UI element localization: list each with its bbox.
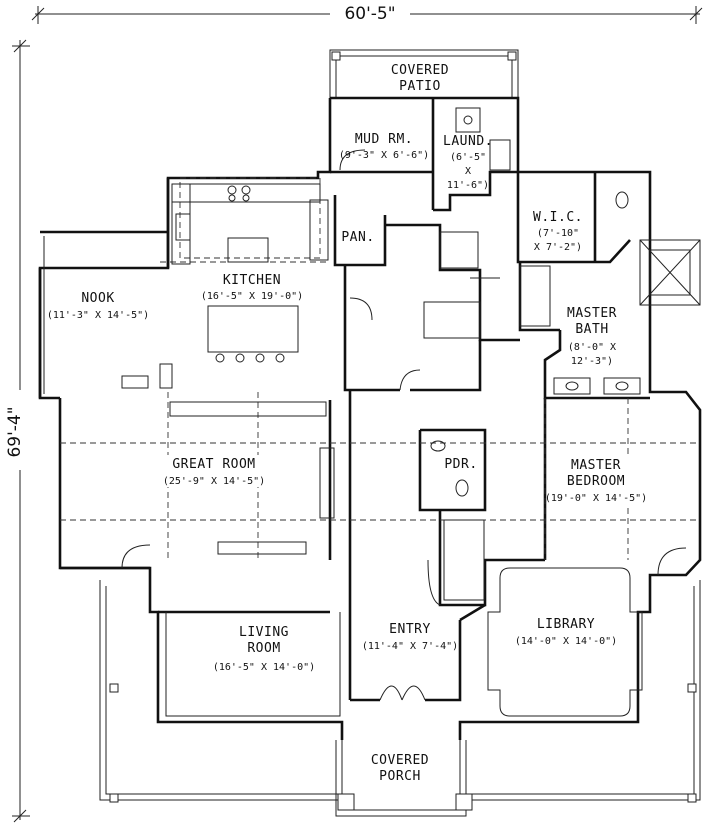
kitchen-label: KITCHEN (16'-5" X 19'-0")	[201, 273, 303, 302]
pantry-name: PAN.	[341, 230, 374, 245]
kitchen-fixtures	[121, 183, 329, 389]
mud-room-name: MUD RM.	[355, 132, 413, 147]
depth-dimension-line	[4, 39, 34, 823]
library-name: LIBRARY	[537, 617, 595, 632]
door-swings	[121, 149, 687, 576]
covered-patio-line1: COVERED	[391, 63, 449, 78]
living-room-label: LIVING ROOM (16'-5" X 14'-0")	[213, 625, 315, 673]
fireplaces	[169, 401, 335, 555]
covered-patio-line2: PATIO	[399, 79, 441, 94]
mud-room-label: MUD RM. (9'-3" X 6'-6")	[339, 132, 429, 161]
master-shower	[639, 239, 701, 306]
nook-walls	[40, 230, 168, 394]
covered-porch-line1: COVERED	[371, 753, 429, 768]
entry-size: (11'-4" X 7'-4")	[362, 641, 458, 652]
laundry-name: LAUND.	[443, 134, 493, 149]
master-bath-line1: MASTER	[567, 306, 617, 321]
master-bath-line2: BATH	[575, 322, 608, 337]
covered-patio-label: COVERED PATIO	[391, 63, 449, 94]
laundry-size-1: (6'-5"	[450, 152, 486, 163]
entry-label: ENTRY (11'-4" X 7'-4")	[362, 622, 458, 652]
nook-size: (11'-3" X 14'-5")	[47, 310, 149, 321]
laundry-size-3: 11'-6")	[447, 180, 489, 191]
great-room-name: GREAT ROOM	[172, 457, 255, 472]
master-bedroom-label: MASTER BEDROOM (19'-0" X 14'-5")	[545, 455, 647, 505]
powder-name: PDR.	[444, 457, 477, 472]
entry-name: ENTRY	[389, 622, 431, 637]
master-bedroom-line1: MASTER	[571, 458, 621, 473]
great-room-label: GREAT ROOM (25'-9" X 14'-5")	[150, 455, 280, 487]
living-room-bay	[165, 612, 341, 717]
nook-name: NOOK	[81, 291, 114, 306]
wic-size-2: X 7'-2")	[534, 242, 582, 253]
wic-label: W.I.C. (7'-10" X 7'-2")	[533, 210, 583, 253]
nook-label: NOOK (11'-3" X 14'-5")	[47, 291, 149, 321]
wic-size-1: (7'-10"	[537, 228, 579, 239]
bath-fixtures	[430, 107, 641, 497]
width-dimension-line	[31, 2, 703, 24]
master-bedroom-size: (19'-0" X 14'-5")	[545, 493, 647, 504]
master-bath-size-1: (8'-0" X	[568, 342, 616, 353]
covered-porch-label: COVERED PORCH	[371, 753, 429, 784]
stairs	[423, 231, 500, 606]
library-label: LIBRARY (14'-0" X 14'-0")	[515, 617, 617, 647]
laundry-label: LAUND. (6'-5" X 11'-6")	[443, 134, 493, 191]
kitchen-name: KITCHEN	[223, 273, 281, 288]
master-bath-label: MASTER BATH (8'-0" X 12'-3")	[567, 306, 617, 367]
front-porch	[99, 580, 701, 817]
library-size: (14'-0" X 14'-0")	[515, 636, 617, 647]
depth-dimension-label: 69'-4"	[5, 406, 25, 457]
living-room-size: (16'-5" X 14'-0")	[213, 662, 315, 673]
interior-walls	[60, 98, 650, 702]
width-dimension-label: 60'-5"	[344, 4, 395, 24]
kitchen-size: (16'-5" X 19'-0")	[201, 291, 303, 302]
library-walls	[487, 567, 643, 717]
powder-label: PDR.	[440, 456, 482, 472]
master-bedroom-line2: BEDROOM	[567, 474, 625, 489]
master-bath-size-2: 12'-3")	[571, 356, 613, 367]
covered-porch-line2: PORCH	[379, 769, 421, 784]
living-room-line2: ROOM	[247, 641, 280, 656]
covered-patio-structure	[329, 49, 519, 98]
exterior-walls	[38, 96, 702, 740]
wic-name: W.I.C.	[533, 210, 583, 225]
living-room-line1: LIVING	[239, 625, 289, 640]
laundry-size-2: X	[465, 166, 471, 177]
mud-room-size: (9'-3" X 6'-6")	[339, 150, 429, 161]
great-room-size: (25'-9" X 14'-5")	[163, 476, 265, 487]
